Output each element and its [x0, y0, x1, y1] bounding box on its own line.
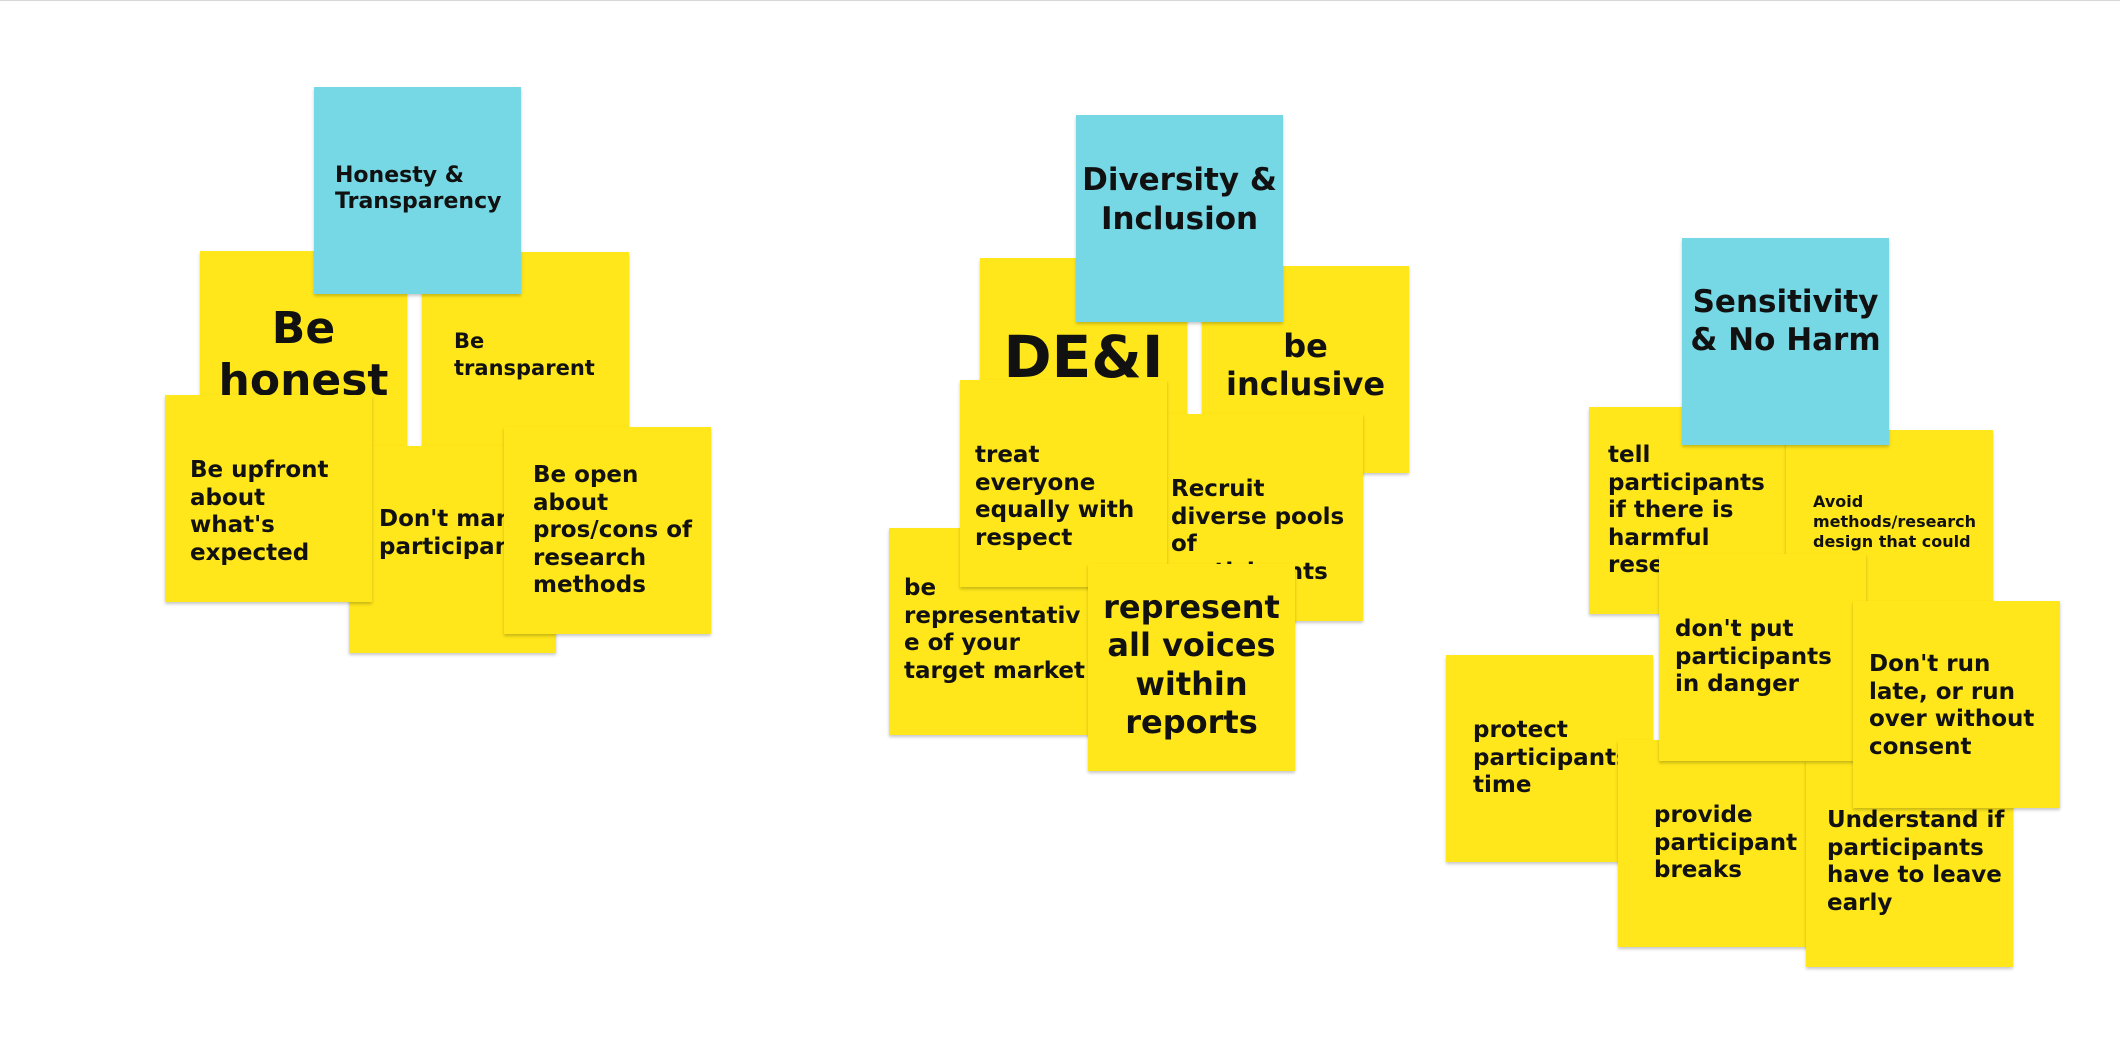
category-header-sensitivity-no-harm[interactable]: Sensitivity & No Harm	[1682, 238, 1889, 445]
category-header-diversity-inclusion[interactable]: Diversity & Inclusion	[1076, 115, 1283, 322]
sticky-note-text: Be honest	[218, 303, 389, 406]
sticky-note-text: treat everyone equally with respect	[975, 442, 1135, 551]
sticky-note-dont-put-in-danger[interactable]: don't put participants in danger	[1659, 554, 1866, 761]
sticky-note-text: Understand if participants have to leave…	[1827, 807, 2005, 916]
sticky-note-text: be inclusive	[1225, 327, 1386, 403]
sticky-note-text: provide participant breaks	[1654, 802, 1798, 884]
sticky-note-text: Be open about pros/cons of research meth…	[533, 462, 693, 599]
sticky-note-text: protect participants' time	[1473, 717, 1637, 799]
sticky-note-text: Don't run late, or run over without cons…	[1869, 651, 2035, 760]
top-divider	[0, 0, 2120, 1]
category-header-text: Honesty & Transparency	[335, 163, 502, 215]
sticky-note-treat-everyone-equally[interactable]: treat everyone equally with respect	[960, 380, 1167, 587]
sticky-note-text: Be upfront about what's expected	[190, 457, 329, 566]
sticky-note-text: Avoid methods/research design that could	[1813, 492, 1977, 551]
sticky-note-provide-participant-breaks[interactable]: provide participant breaks	[1618, 740, 1825, 947]
sticky-note-text: DE&I	[1003, 323, 1164, 391]
category-header-honesty-transparency[interactable]: Honesty & Transparency	[314, 87, 521, 294]
category-header-text: Diversity & Inclusion	[1082, 162, 1277, 237]
sticky-note-represent-all-voices[interactable]: represent all voices within reports	[1088, 564, 1295, 771]
sticky-note-text: represent all voices within reports	[1103, 588, 1280, 742]
category-header-text: Sensitivity & No Harm	[1690, 284, 1881, 358]
sticky-note-text: be representative of your target market	[904, 575, 1086, 684]
sticky-note-text: don't put participants in danger	[1675, 616, 1832, 698]
sticky-note-text: Be transparent	[454, 329, 595, 381]
sticky-note-be-open-about-pros-cons[interactable]: Be open about pros/cons of research meth…	[504, 427, 711, 634]
sticky-note-be-upfront[interactable]: Be upfront about what's expected	[165, 395, 372, 602]
sticky-note-dont-run-late[interactable]: Don't run late, or run over without cons…	[1853, 601, 2060, 808]
